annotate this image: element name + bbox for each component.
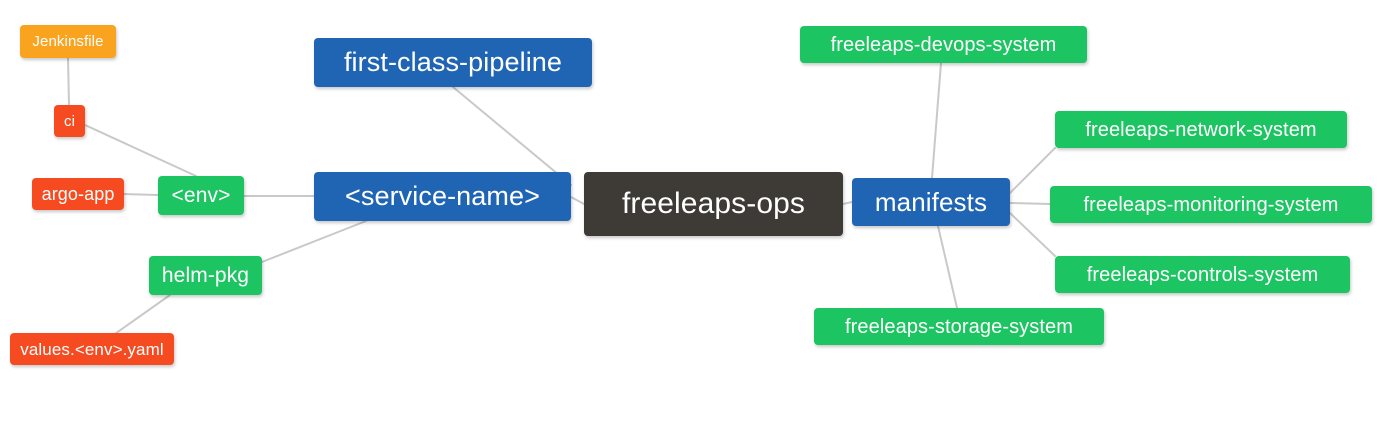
mindmap-node-root[interactable]: freeleaps-ops <box>584 172 843 236</box>
mindmap-node-controls[interactable]: freeleaps-controls-system <box>1055 256 1350 293</box>
edge-root-manifests <box>842 201 853 205</box>
mindmap-node-network[interactable]: freeleaps-network-system <box>1055 111 1347 148</box>
mindmap-node-jenkinsfile[interactable]: Jenkinsfile <box>20 25 116 58</box>
mindmap-node-label: freeleaps-network-system <box>1085 118 1317 141</box>
mindmap-node-label: helm-pkg <box>161 264 250 287</box>
edge-root-service <box>570 196 585 205</box>
mindmap-node-manifests[interactable]: manifests <box>852 178 1010 226</box>
edge-manifests-monitoring <box>1009 202 1051 205</box>
mindmap-node-storage[interactable]: freeleaps-storage-system <box>814 308 1104 345</box>
edge-service-pipeline <box>452 86 572 186</box>
mindmap-node-service[interactable]: <service-name> <box>314 172 571 221</box>
edge-env-argoapp <box>123 193 159 196</box>
mindmap-node-pipeline[interactable]: first-class-pipeline <box>314 38 592 87</box>
edge-manifests-network <box>1009 147 1056 194</box>
mindmap-node-label: <service-name> <box>345 181 540 211</box>
mindmap-node-label: argo-app <box>41 184 115 204</box>
mindmap-node-label: first-class-pipeline <box>343 47 563 77</box>
edge-helm-valuesyaml <box>111 294 171 337</box>
edge-manifests-controls <box>1009 212 1056 257</box>
mindmap-node-env[interactable]: <env> <box>158 176 244 215</box>
mindmap-node-label: manifests <box>874 187 988 217</box>
mindmap-node-ci[interactable]: ci <box>54 105 85 137</box>
mindmap-node-label: freeleaps-storage-system <box>844 315 1074 338</box>
mindmap-node-label: freeleaps-devops-system <box>830 33 1057 56</box>
mindmap-node-label: freeleaps-controls-system <box>1086 263 1319 286</box>
mindmap-node-label: freeleaps-monitoring-system <box>1083 193 1339 216</box>
mindmap-node-label: Jenkinsfile <box>32 33 104 50</box>
mindmap-node-label: values.<env>.yaml <box>20 339 164 359</box>
edge-service-helm <box>261 220 367 263</box>
edge-ci-jenkinsfile <box>67 57 70 106</box>
mindmap-node-helm[interactable]: helm-pkg <box>149 256 262 295</box>
edge-manifests-devops <box>931 62 942 179</box>
mindmap-node-label: ci <box>63 112 76 130</box>
edge-manifests-storage <box>937 225 958 309</box>
mindmap-node-devops[interactable]: freeleaps-devops-system <box>800 26 1087 63</box>
mindmap-node-monitoring[interactable]: freeleaps-monitoring-system <box>1050 186 1372 223</box>
mindmap-node-valuesyaml[interactable]: values.<env>.yaml <box>10 333 174 365</box>
mindmap-node-argoapp[interactable]: argo-app <box>32 178 124 210</box>
edge-env-ci <box>84 124 197 177</box>
mindmap-node-label: <env> <box>171 184 231 207</box>
mindmap-node-label: freeleaps-ops <box>621 187 806 220</box>
